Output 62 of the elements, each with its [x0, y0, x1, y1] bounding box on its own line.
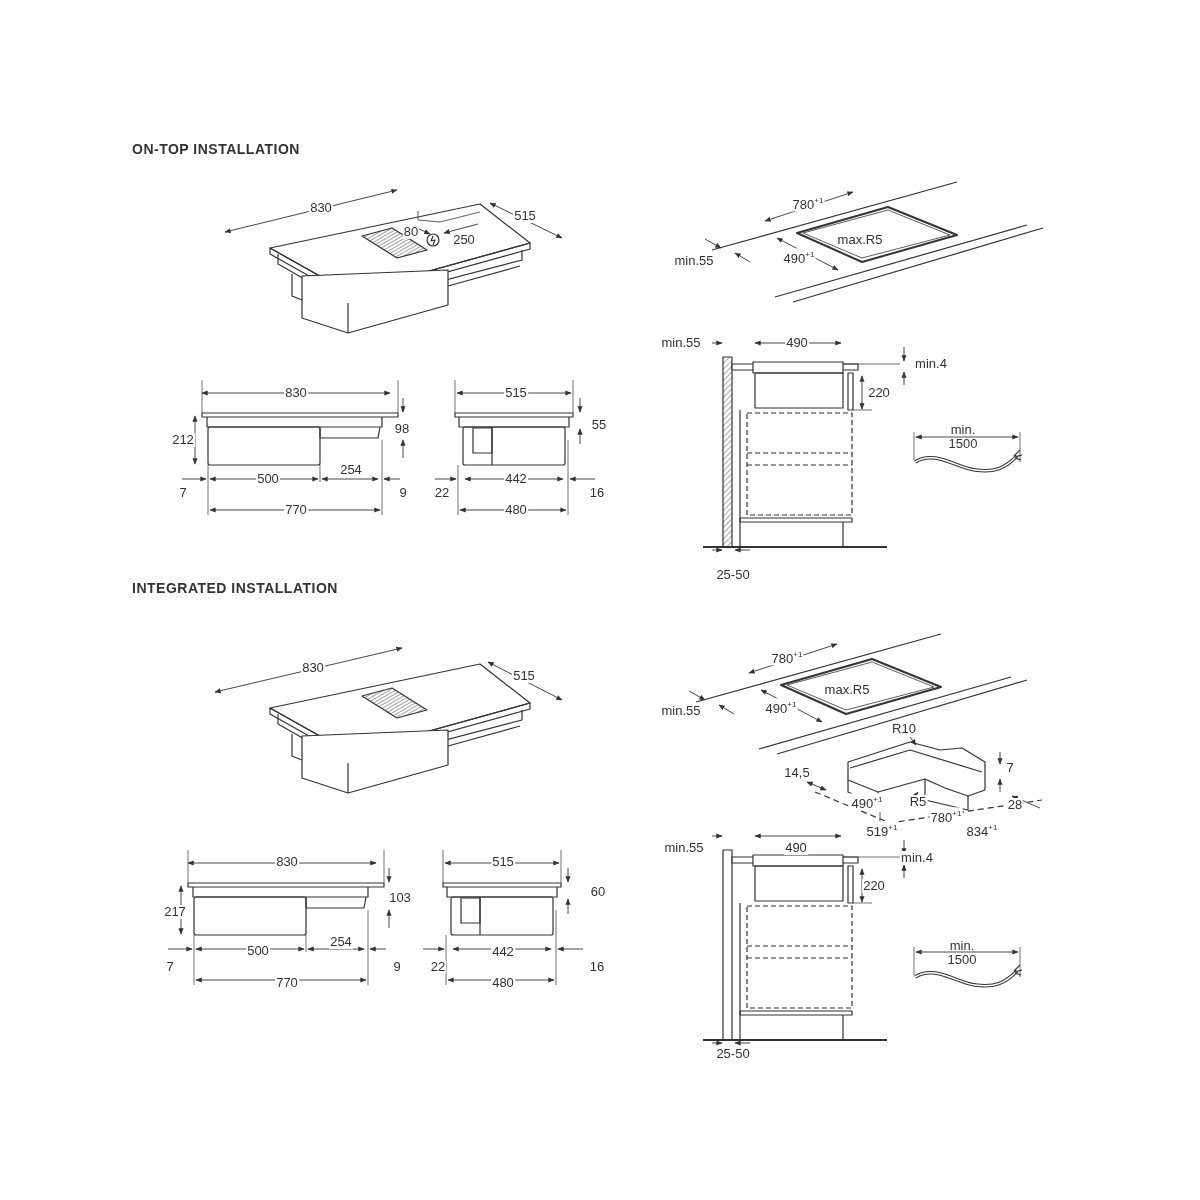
dimension-label: 217	[163, 905, 187, 919]
dimension-label: 28	[1006, 798, 1024, 812]
dimension-label: 480	[491, 976, 515, 990]
dimension-label: 515	[512, 669, 536, 683]
dimension-label: 490$^{+1}$	[850, 793, 884, 811]
dimension-label: 16	[588, 486, 606, 500]
dimension-label: 60	[589, 885, 607, 899]
dimension-label: 500	[246, 944, 270, 958]
dimension-label: 480	[504, 503, 528, 517]
dimension-label: min.55	[660, 336, 702, 350]
dimension-label: 16	[588, 960, 606, 974]
dimension-label: 830	[309, 201, 333, 215]
dimension-label: 7	[178, 486, 188, 500]
dimension-label: 55	[590, 418, 608, 432]
dimension-label: 254	[329, 935, 353, 949]
dimension-label: 103	[388, 891, 412, 905]
dimension-label: min. 1500	[946, 939, 978, 967]
dimension-label: min.4	[914, 357, 948, 371]
dimension-label: 490	[784, 841, 808, 855]
dimension-label: 25-50	[715, 568, 751, 582]
section-heading: INTEGRATED INSTALLATION	[132, 580, 338, 596]
dimension-label: 780$^{+1}$	[929, 807, 963, 825]
dimension-label: 7	[1005, 761, 1015, 775]
dimension-label: 25-50	[715, 1047, 751, 1061]
dimension-label: 515	[513, 209, 537, 223]
dimension-label: 220	[862, 879, 886, 893]
section-heading: ON-TOP INSTALLATION	[132, 141, 300, 157]
dimension-label: 490$^{+1}$	[764, 698, 798, 716]
dimension-label: 98	[393, 422, 411, 436]
dimension-label: 7	[165, 960, 175, 974]
dimension-label: 830	[284, 386, 308, 400]
dimension-label: min.55	[673, 254, 715, 268]
dimension-label: min.55	[660, 704, 702, 718]
dimension-label: 519$^{+1}$	[865, 821, 899, 839]
dimension-label: 490	[785, 336, 809, 350]
dimension-label: 14,5	[783, 766, 811, 780]
dimension-label: max.R5	[836, 233, 884, 247]
dimension-label: 515	[504, 386, 528, 400]
dimension-label: 770	[284, 503, 308, 517]
dimension-label: min. 1500	[947, 423, 979, 451]
dimension-label: min.55	[663, 841, 705, 855]
dimension-label: min.4	[900, 851, 934, 865]
dimension-label: 490$^{+1}$	[782, 248, 816, 266]
dimension-label: 22	[429, 960, 447, 974]
dimension-label: 254	[339, 463, 363, 477]
dimension-label: R10	[891, 722, 917, 736]
dimension-label: 442	[491, 945, 515, 959]
dimension-label: 250	[452, 233, 476, 247]
dimension-label: 500	[256, 472, 280, 486]
dimension-label: 212	[171, 433, 195, 447]
dimension-label: 442	[504, 472, 528, 486]
dimension-label: max.R5	[823, 683, 871, 697]
dimension-label: 80	[402, 225, 420, 239]
dimension-label: 22	[433, 486, 451, 500]
dimension-label: R5	[908, 795, 928, 809]
dimension-label: 830	[301, 661, 325, 675]
dimension-label: 770	[275, 976, 299, 990]
dimension-label: 9	[392, 960, 402, 974]
dimension-label: 515	[491, 855, 515, 869]
dimension-label: 9	[398, 486, 408, 500]
dimension-label: 830	[275, 855, 299, 869]
dimension-label: 220	[867, 386, 891, 400]
